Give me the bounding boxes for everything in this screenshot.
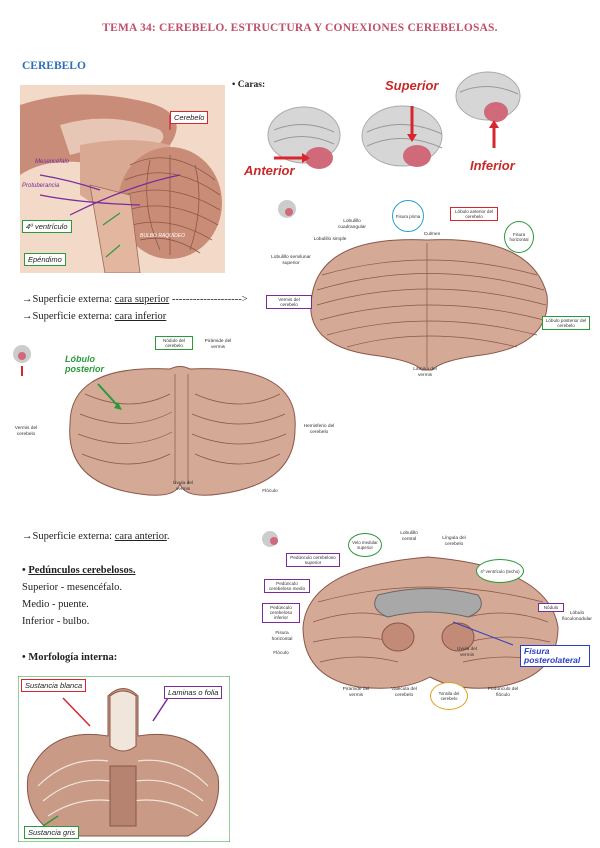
label-cerebelo: Cerebelo xyxy=(170,111,209,124)
label-tonsila: Tonsila del cerebelo xyxy=(430,682,468,710)
label-lingula: Língula del cerebelo xyxy=(442,536,466,547)
link-cara-inferior[interactable]: cara inferior xyxy=(114,311,167,322)
pedunculos-heading: • Pedúnculos cerebelosos. xyxy=(22,565,136,576)
caras-inferior: Inferior xyxy=(450,68,540,180)
label-fisura-horizontal: Fisura horizontal xyxy=(504,221,534,253)
label-velo: Velo medular superior xyxy=(348,533,382,557)
label-lamina: Lámina del vermis xyxy=(413,367,437,378)
link-cara-anterior[interactable]: cara anterior xyxy=(114,531,167,542)
page-title: TEMA 34: CEREBELO. ESTRUCTURA Y CONEXION… xyxy=(102,22,498,34)
caras-anterior: Anterior xyxy=(244,100,354,185)
label-lobulo-posterior: Lóbulo posterior del cerebelo xyxy=(542,316,590,331)
superficie-anterior-line: →Superficie externa: cara anterior. xyxy=(22,531,170,542)
label-fisura-horizontal-ant: Fisura horizontal xyxy=(271,631,293,642)
label-piramide-inf: Pirámide del vermis xyxy=(204,339,232,350)
section-heading: CEREBELO xyxy=(22,60,86,72)
caras-superior: Superior xyxy=(357,78,452,178)
pedunculo-inferior-text: Inferior - bulbo. xyxy=(22,616,90,627)
link-cara-superior[interactable]: cara superior xyxy=(114,294,170,305)
label-pedunculo-medio: Pedúnculo cerebeloso medio xyxy=(264,579,310,594)
label-pedunculo-inferior: Pedúnculo cerebeloso inferior xyxy=(262,603,300,623)
inferior-view-diagram: Lóbulo posterior Nódulo del cerebelo Pir… xyxy=(10,334,340,504)
label-vermis: Vermis del cerebelo xyxy=(266,295,312,310)
label-pedunculo-superior: Pedúnculo cerebeloso superior xyxy=(286,553,340,568)
superior-view-diagram: Lobulillo cuadrangular Lobulillo simple … xyxy=(262,195,592,385)
caras-label: • Caras: xyxy=(232,80,266,90)
label-uvula-ant: Úvula del vermis xyxy=(457,647,477,658)
label-laminas-folia: Laminas o folia xyxy=(164,686,223,699)
cerebellum-inferior-illustration xyxy=(13,345,296,496)
brain-superior-illustration xyxy=(361,105,443,167)
pedunculo-superior-text: Superior - mesencéfalo. xyxy=(22,582,123,593)
label-lobulo-posterior-inf: Lóbulo posterior xyxy=(65,354,105,374)
label-4-ventriculo: 4º ventrículo xyxy=(22,220,72,233)
label-uvula-inf: Úvula del vermis xyxy=(173,481,193,492)
label-mesencefalo: Mesencéfalo xyxy=(35,159,70,165)
label-lobulillo-cuadrangular: Lobulillo cuadrangular xyxy=(337,219,366,230)
brain-inferior-illustration xyxy=(455,71,521,148)
internal-structure-illustration xyxy=(17,675,231,843)
label-vermis-inf: Vermis del cerebelo xyxy=(14,426,38,437)
label-piramide-ant: Pirámide del vermis xyxy=(342,687,370,698)
sagittal-diagram: Cerebelo Mesencéfalo Protuberancia 4º ve… xyxy=(20,85,225,274)
label-sustancia-blanca: Sustancia blanca xyxy=(21,679,87,692)
label-sustancia-gris: Sustancia gris xyxy=(24,826,80,839)
label-floculo-ant: Flóculo xyxy=(273,651,289,656)
superficie-superior-line: →Superficie externa: cara superior -----… xyxy=(22,294,248,305)
label-superior: Superior xyxy=(385,78,439,93)
label-inferior: Inferior xyxy=(470,158,515,173)
label-4-ventriculo-ant: 4º ventrículo (techo) xyxy=(476,559,524,583)
label-protuberancia: Protuberancia xyxy=(22,183,60,189)
label-pedunculo-flocculo: Pedúnculo del flóculo xyxy=(487,687,519,698)
brain-anterior-illustration xyxy=(267,106,341,169)
superficie-inferior-line: →Superficie externa: cara inferior xyxy=(22,311,167,322)
label-bulbo: BULBO RAQUÍDEO xyxy=(140,233,186,239)
label-fisura-prima: Fisura prima xyxy=(392,200,424,232)
label-lobulillo-central: Lobulillo central xyxy=(400,531,418,542)
label-anterior: Anterior xyxy=(244,163,295,178)
label-hemisferio-inf: Hemisferio del cerebelo xyxy=(303,424,335,435)
cerebellum-superior-illustration xyxy=(278,200,548,371)
pedunculo-medio-text: Medio - puente. xyxy=(22,599,89,610)
label-lobulillo-simple: Lobulillo simple xyxy=(313,237,347,242)
label-nodulo-ant: Nódulo xyxy=(538,603,564,613)
label-lobulo-floculonodular: Lóbulo floculonodular xyxy=(562,611,592,622)
cerebellum-anterior-illustration xyxy=(262,531,559,689)
morfologia-heading: • Morfología interna: xyxy=(22,652,118,663)
label-valecula: Valécula del cerebelo xyxy=(391,687,417,698)
label-lobulillo-semilunar: Lobulillo semilunar superior xyxy=(271,255,311,266)
label-fisura-posterolateral: Fisura posterolateral xyxy=(520,645,590,667)
label-culmen: Culmen xyxy=(423,232,441,237)
label-ependimo: Epéndimo xyxy=(24,253,66,266)
anterior-view-diagram: Pedúnculo cerebeloso superior Velo medul… xyxy=(258,527,598,712)
label-lobulo-anterior: Lóbulo anterior del cerebelo xyxy=(450,207,498,222)
morfologia-diagram: Sustancia blanca Laminas o folia Sustanc… xyxy=(17,675,231,843)
label-floculo-inf: Flóculo xyxy=(262,489,278,494)
label-nodulo-inf: Nódulo del cerebelo xyxy=(155,336,193,351)
